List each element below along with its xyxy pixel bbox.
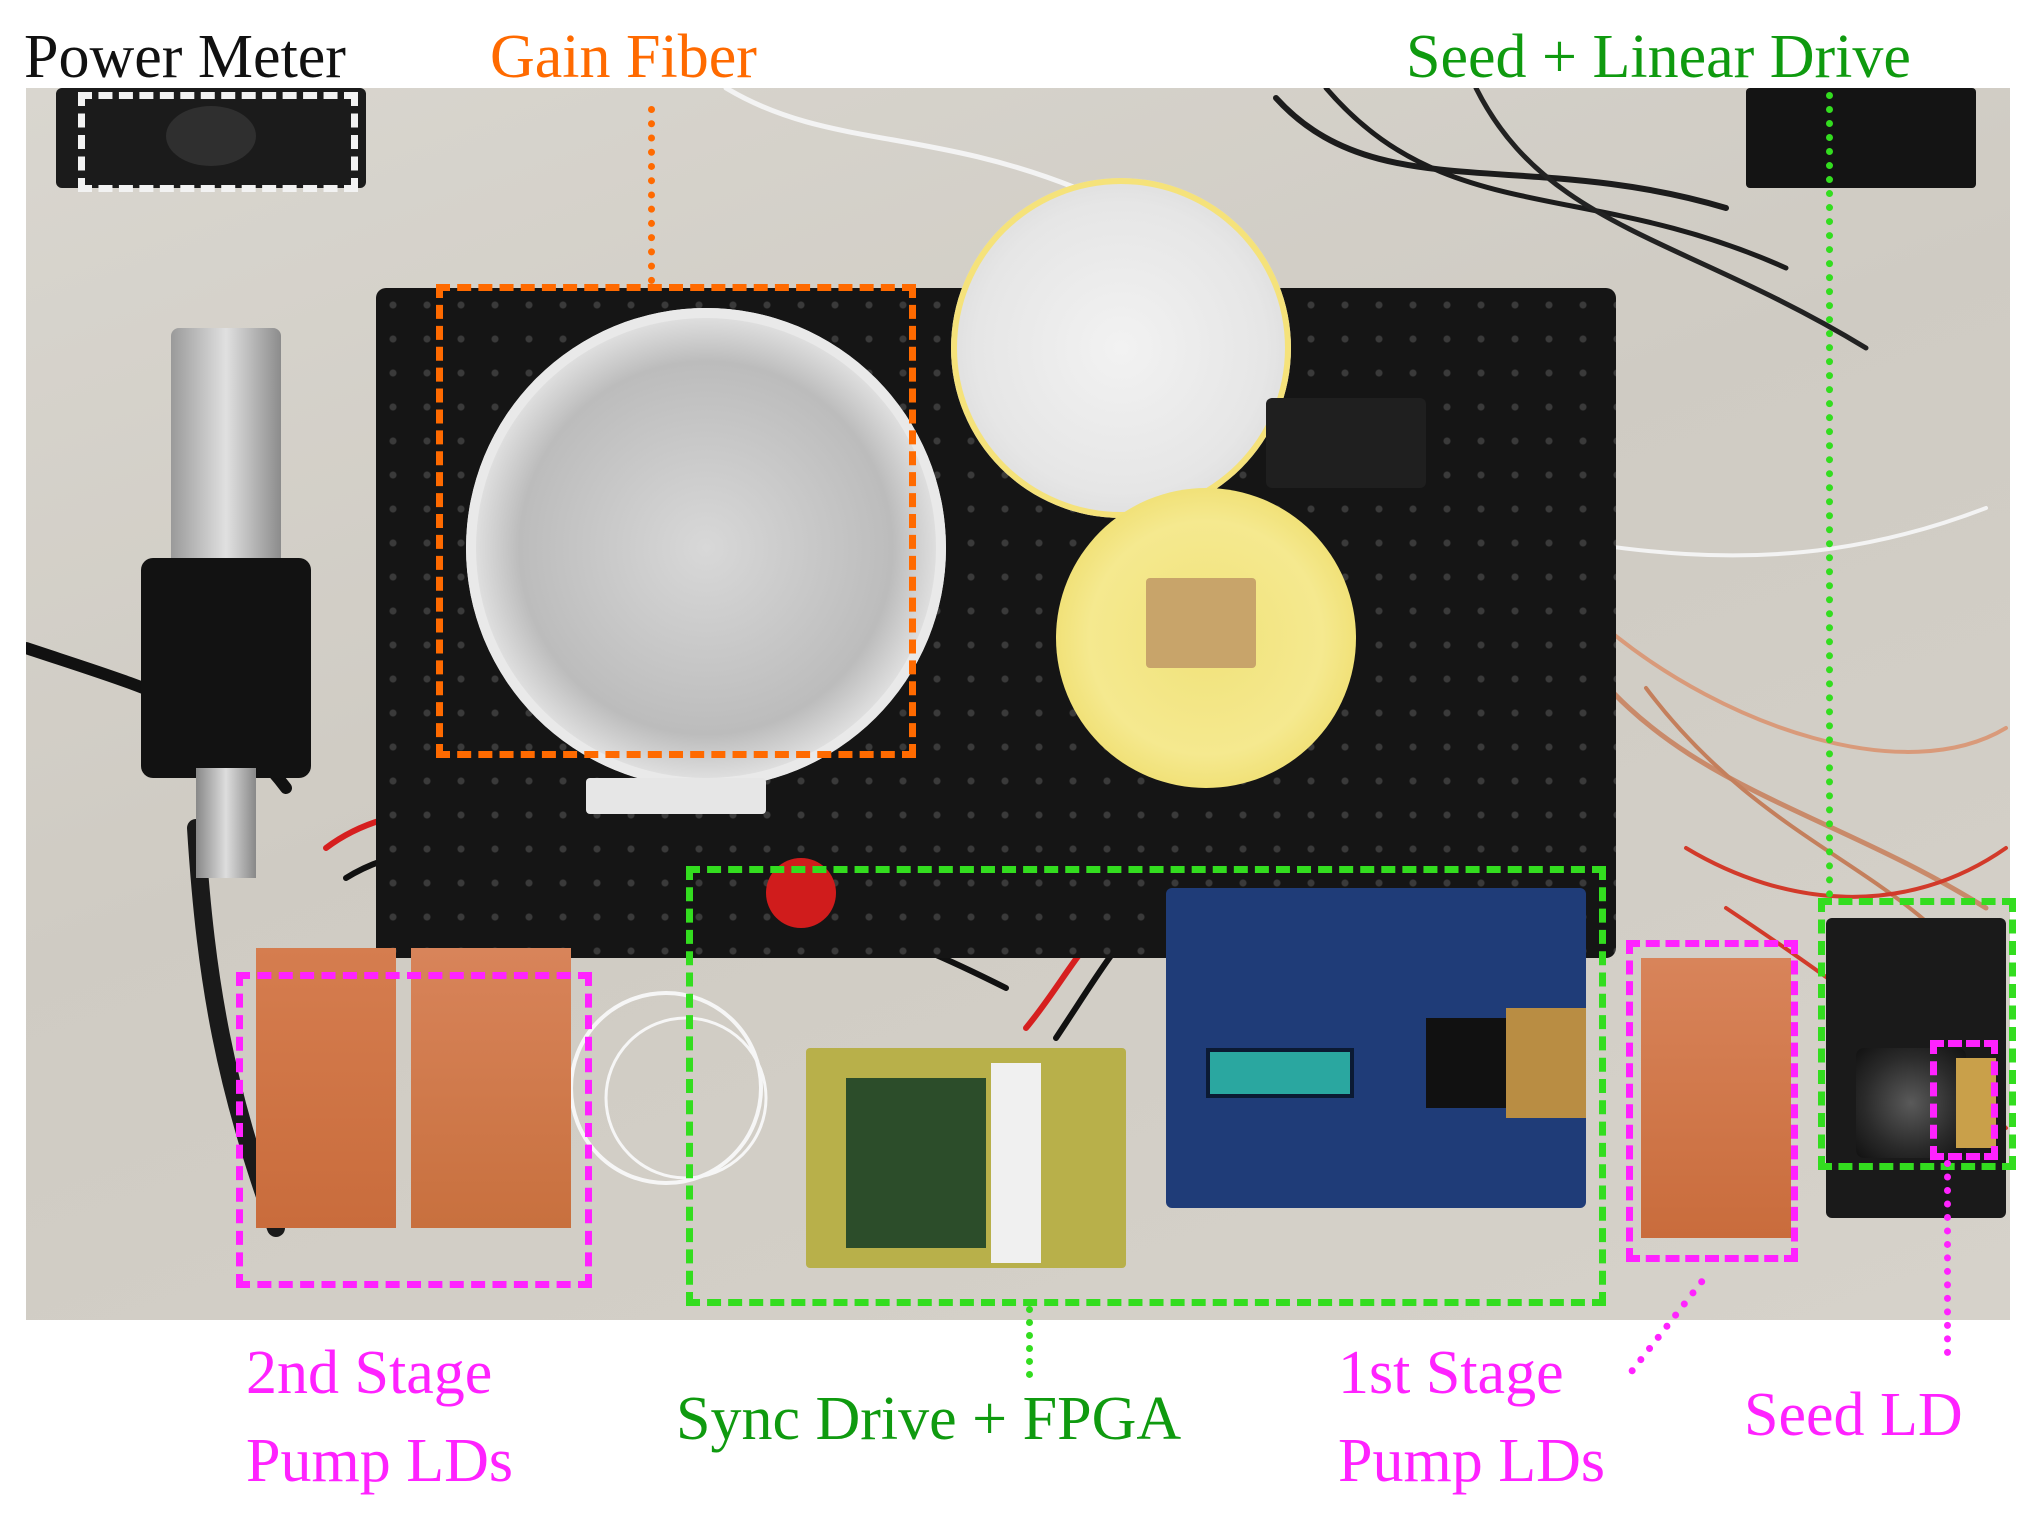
seed-ld-module bbox=[1956, 1058, 1996, 1148]
sync-drive-fpga-leader bbox=[1026, 1306, 1033, 1378]
gain-fiber-leader bbox=[648, 106, 655, 284]
second-stage-ld-board-1 bbox=[256, 948, 396, 1228]
power-meter-label: Power Meter bbox=[24, 23, 346, 91]
second-stage-pump-label-line2: Pump LDs bbox=[246, 1427, 513, 1495]
white-fiber-spool bbox=[951, 178, 1291, 518]
gain-fiber-label: Gain Fiber bbox=[490, 23, 757, 91]
fiber-holder bbox=[586, 778, 766, 814]
second-stage-pump-label-line1: 2nd Stage bbox=[246, 1339, 493, 1407]
seed-ld-box bbox=[1930, 1040, 1998, 1160]
fpga-connector-board bbox=[1506, 1008, 1586, 1118]
power-meter-aperture bbox=[166, 106, 256, 166]
detector-housing bbox=[141, 558, 311, 778]
first-stage-pump-label: 1st Stage Pump LDs bbox=[1338, 1342, 1605, 1492]
seed-ld-label: Seed LD bbox=[1744, 1381, 1963, 1449]
monitor-stand bbox=[1746, 88, 1976, 188]
gain-fiber-box bbox=[436, 284, 916, 758]
cooling-fan bbox=[1856, 1048, 1966, 1158]
seed-ld-leader bbox=[1944, 1160, 1951, 1356]
sync-drive-inner bbox=[846, 1078, 986, 1248]
first-stage-pump-box bbox=[1626, 940, 1798, 1262]
sync-drive-fpga-label: Sync Drive + FPGA bbox=[676, 1385, 1182, 1453]
fpga-chip bbox=[1426, 1018, 1516, 1108]
power-meter-box bbox=[78, 92, 358, 192]
seed-linear-drive-box bbox=[1818, 898, 2016, 1170]
fiber-mount bbox=[1266, 398, 1426, 488]
first-stage-ld-board bbox=[1641, 958, 1791, 1238]
lab-setup-photo bbox=[26, 88, 2010, 1320]
fpga-lcd bbox=[1206, 1048, 1354, 1098]
seed-linear-drive-label: Seed + Linear Drive bbox=[1406, 23, 1911, 91]
second-stage-pump-label: 2nd Stage Pump LDs bbox=[246, 1342, 513, 1492]
gain-fiber-spool bbox=[466, 308, 946, 788]
seed-linear-drive-leader bbox=[1826, 92, 1833, 898]
heatsink bbox=[991, 1063, 1041, 1263]
first-stage-pump-label-line2: Pump LDs bbox=[1338, 1427, 1605, 1495]
sync-drive-fpga-box bbox=[686, 866, 1606, 1306]
fiber-component bbox=[1146, 578, 1256, 668]
second-stage-pump-box bbox=[236, 972, 592, 1288]
detector-connector bbox=[196, 768, 256, 878]
second-stage-ld-board-2 bbox=[411, 948, 571, 1228]
first-stage-pump-label-line1: 1st Stage bbox=[1338, 1339, 1564, 1407]
